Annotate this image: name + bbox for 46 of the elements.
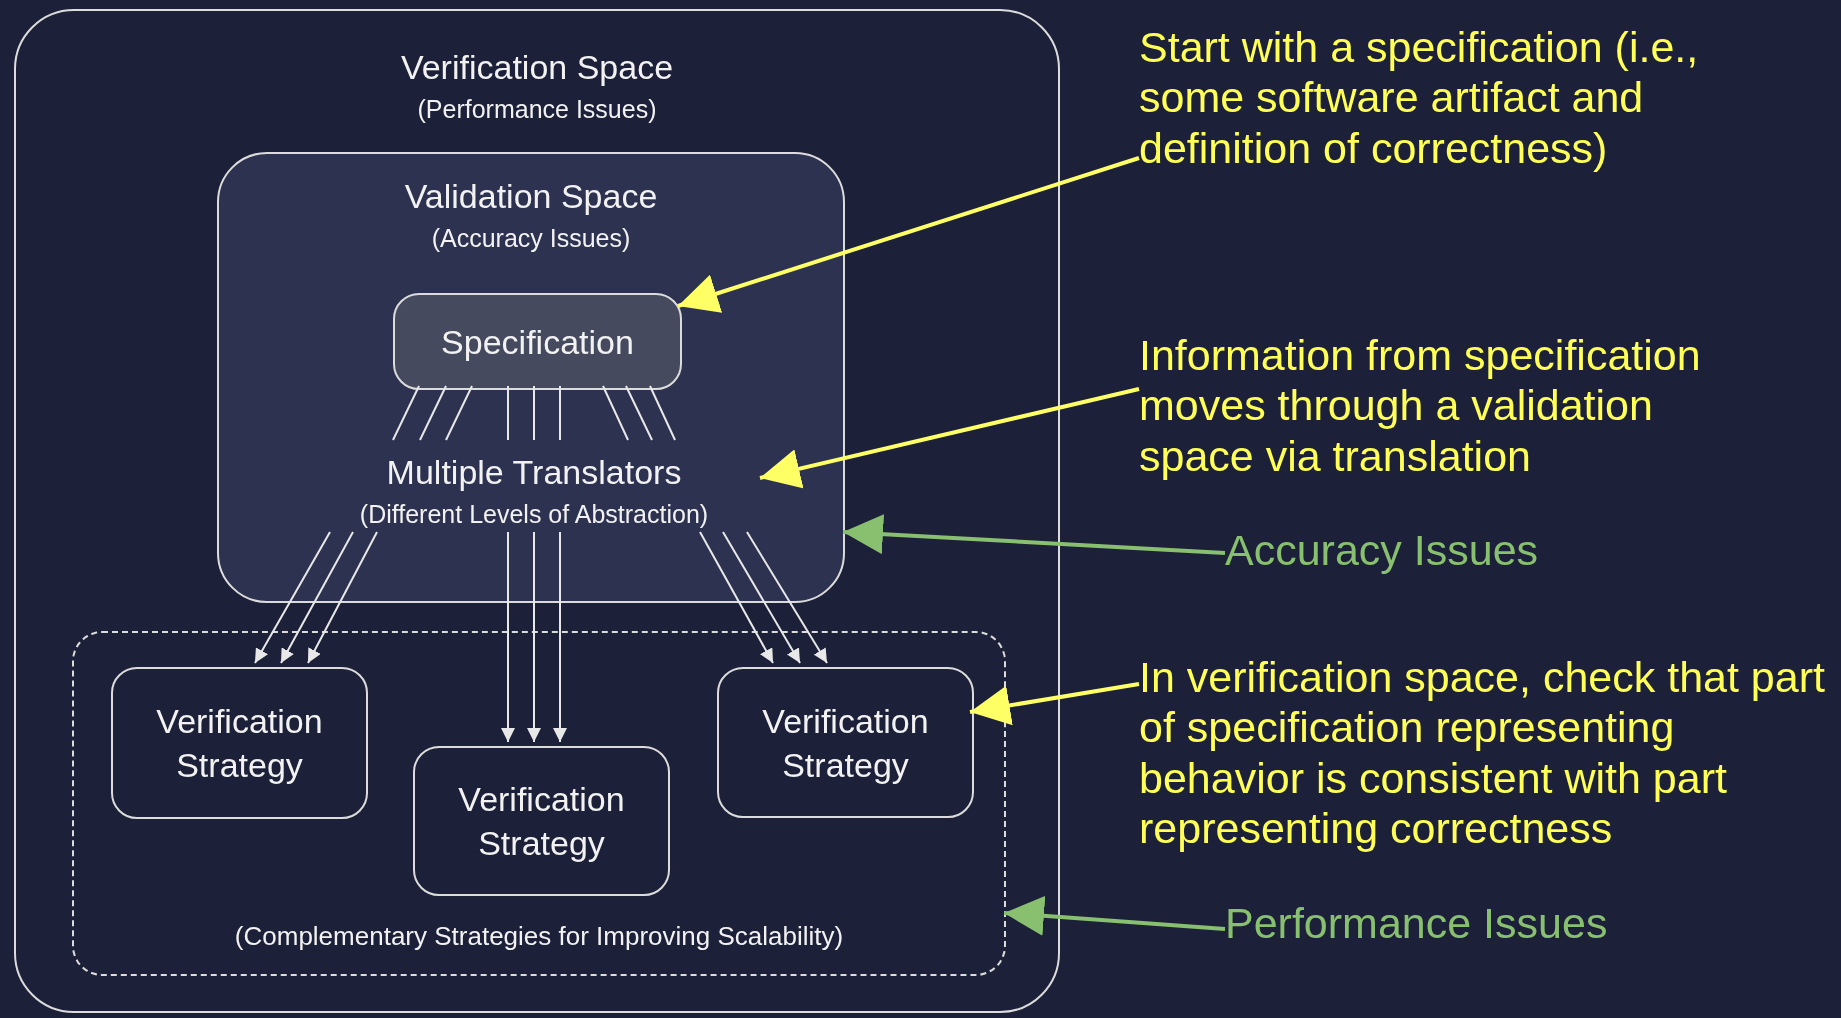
arrow xyxy=(553,531,567,743)
arrow xyxy=(699,531,774,664)
connector-line xyxy=(507,385,509,441)
connector-line xyxy=(559,385,561,441)
arrow xyxy=(254,531,331,664)
dashed-region xyxy=(72,631,1006,976)
annotation-text: Information from specification moves through a validation space via translation xyxy=(1139,330,1779,500)
box-label: Specification xyxy=(440,321,635,363)
annotation-text: Performance Issues xyxy=(1225,898,1645,954)
process-box xyxy=(717,667,974,818)
outer-panel xyxy=(14,9,1060,1013)
arrow xyxy=(969,682,1140,726)
annotation-text: In verification space, check that part of specification representing behavior is consistent with part representing correctness xyxy=(1139,652,1839,882)
annotation-text: Accuracy Issues xyxy=(1225,525,1625,581)
box-label: Verification Strategy xyxy=(155,700,324,786)
arrow xyxy=(280,531,354,664)
heading-text: Validation Space xyxy=(403,176,659,217)
process-box xyxy=(413,746,670,896)
arrow xyxy=(722,531,801,664)
subtitle-text: (Different Levels of Abstraction) xyxy=(358,498,710,530)
arrow xyxy=(746,531,828,664)
annotation-text: Start with a specification (i.e., some software artifact and definition of correctness) xyxy=(1139,22,1779,192)
connector-line xyxy=(625,385,653,441)
subtitle-text: (Performance Issues) xyxy=(416,94,658,126)
process-box xyxy=(111,667,368,819)
connector-line xyxy=(419,385,447,441)
subtitle-text: (Accuracy Issues) xyxy=(430,223,632,255)
arrow xyxy=(677,156,1140,313)
arrow xyxy=(759,387,1140,489)
connector-line xyxy=(649,385,676,441)
box-label: Verification Strategy xyxy=(761,700,930,786)
arrow xyxy=(527,531,541,743)
inner-panel xyxy=(217,152,845,603)
connector-line xyxy=(533,385,535,441)
connector-line xyxy=(602,385,629,441)
process-box xyxy=(393,293,682,390)
heading-text: Multiple Translators xyxy=(385,451,683,493)
connector-line xyxy=(445,385,473,441)
arrow xyxy=(842,514,1226,555)
heading-text: (Complementary Strategies for Improving Scalability) xyxy=(233,920,845,954)
box-label: Verification Strategy xyxy=(457,778,626,864)
arrow xyxy=(501,531,515,743)
connector-line xyxy=(392,385,420,441)
heading-text: Verification Space xyxy=(399,47,675,88)
arrow xyxy=(307,531,378,664)
arrow xyxy=(1003,895,1226,936)
